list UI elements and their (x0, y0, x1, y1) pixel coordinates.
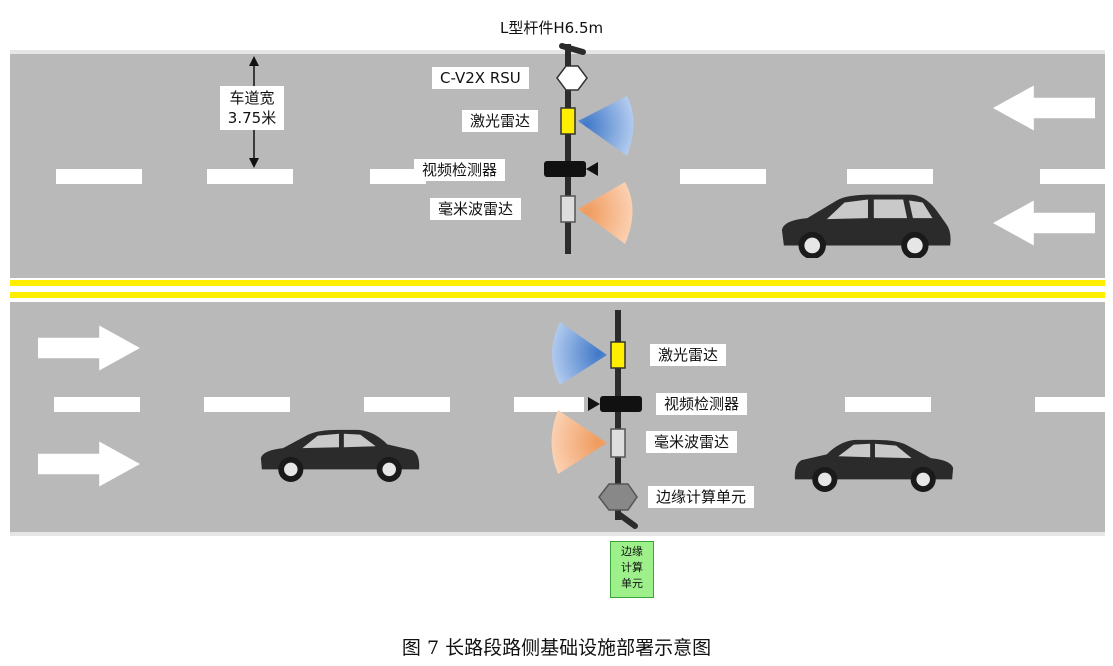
mmwave-device-icon (610, 428, 626, 458)
camera-label-lower: 视频检测器 (656, 393, 748, 415)
edge-box-line: 计算 (621, 561, 643, 574)
lidar-beam-lower (552, 322, 607, 385)
center-line-top (10, 280, 1105, 286)
camera-label-upper: 视频检测器 (414, 159, 506, 181)
mmwave-beam-upper (578, 182, 633, 244)
camera-device-icon (600, 396, 642, 412)
edge-box-line: 单元 (621, 577, 643, 590)
lidar-beam-upper (578, 96, 634, 156)
lane-width-value: 3.75米 (227, 109, 277, 127)
rsu-label: C-V2X RSU (432, 67, 529, 89)
mmwave-label-lower: 毫米波雷达 (646, 431, 738, 453)
pole-type-label: L型杆件H6.5m (500, 19, 604, 37)
upper-pole (544, 43, 634, 254)
mmwave-device-icon (560, 195, 576, 223)
lane-width-title: 车道宽 (229, 89, 275, 107)
edge-compute-device-icon (598, 483, 638, 511)
lidar-label-upper: 激光雷达 (462, 110, 539, 132)
lidar-device-icon (610, 341, 626, 369)
camera-device-icon (544, 161, 586, 177)
lidar-label-lower: 激光雷达 (650, 344, 727, 366)
lower-pole (551, 310, 642, 529)
lidar-device-icon (560, 107, 576, 135)
lane-dashes-upper (56, 169, 1105, 184)
lane-dashes-lower (54, 397, 1105, 412)
edge-box-line: 边缘 (621, 545, 643, 558)
figure-caption: 图 7 长路段路侧基础设施部署示意图 (401, 637, 712, 659)
rsu-device-icon (556, 65, 588, 91)
edge-compute-box: 边缘 计算 单元 (610, 541, 654, 598)
mmwave-beam-lower (551, 410, 607, 474)
edge-compute-label: 边缘计算单元 (648, 486, 755, 508)
lane-width-label: 车道宽 3.75米 (220, 86, 284, 130)
center-line-bottom (10, 292, 1105, 298)
mmwave-label-upper: 毫米波雷达 (430, 198, 522, 220)
